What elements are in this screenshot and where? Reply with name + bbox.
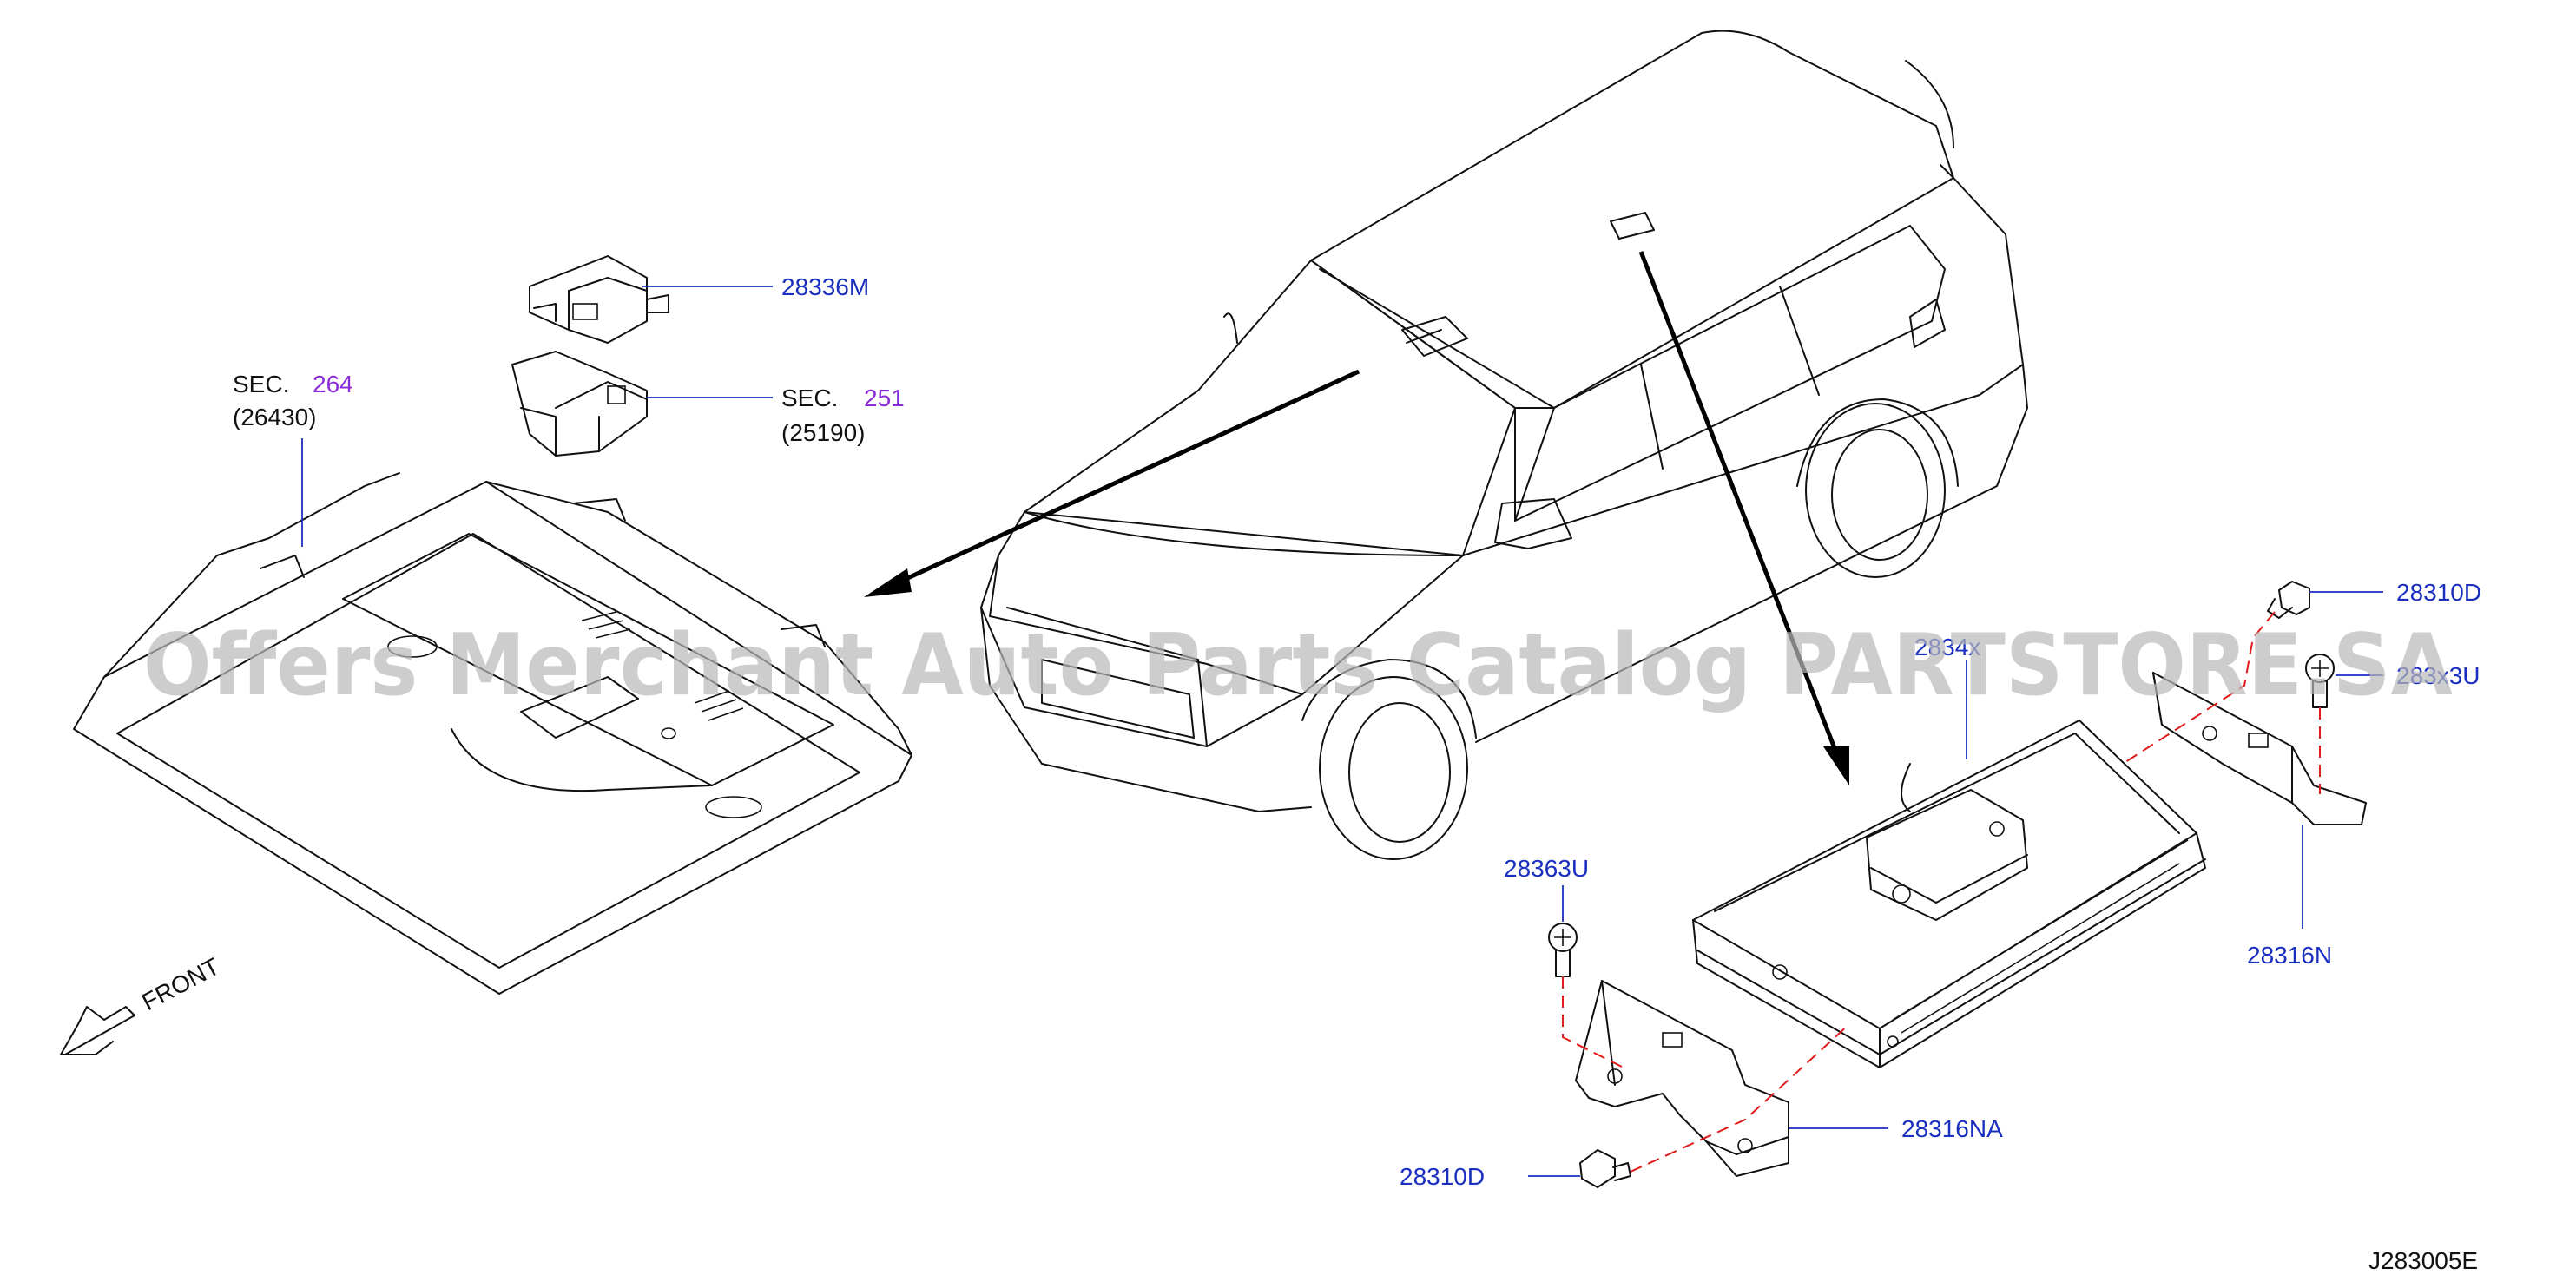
callout-28316NA: 28316NA <box>1901 1115 2003 1142</box>
bolt-28310D-bottom <box>1579 1149 1631 1188</box>
control-unit-assembly <box>1692 720 2206 1068</box>
map-lamp-25190 <box>511 351 648 457</box>
connector-28336M <box>529 255 669 344</box>
callouts: 28336M SEC. 251 (25190) SEC. 264 (26430)… <box>233 273 2481 1190</box>
callout-sec251-sub: (25190) <box>781 419 866 446</box>
assembly-guides <box>1562 611 2321 1173</box>
callout-28310D-top: 28310D <box>2396 579 2481 606</box>
front-label: FRONT <box>137 953 224 1016</box>
callout-28316N: 28316N <box>2247 942 2332 969</box>
watermark-text: Offers Merchant Auto Parts Catalog PARTS… <box>143 616 2453 715</box>
callout-sec264-prefix: SEC. <box>233 371 289 398</box>
callout-2834x: 2834x <box>1914 634 1980 660</box>
overhead-console <box>73 472 912 995</box>
bolt-28363U-left <box>1548 923 1578 977</box>
callout-28336M: 28336M <box>781 273 869 300</box>
callout-sec251-number: 251 <box>864 384 905 411</box>
bracket-28316N <box>2152 672 2367 825</box>
callout-sec251-prefix: SEC. <box>781 384 838 411</box>
callout-28363U: 28363U <box>1504 855 1589 882</box>
callout-28310D-bottom: 28310D <box>1400 1163 1485 1190</box>
callout-283x3U-right: 283x3U <box>2396 662 2480 689</box>
diagram-code: J283005E <box>2368 1247 2478 1274</box>
bracket-28316NA <box>1575 980 1789 1177</box>
front-direction-arrow: FRONT <box>60 953 224 1055</box>
vehicle-outline <box>980 30 2028 860</box>
callout-sec264-number: 264 <box>313 371 353 398</box>
location-arrows <box>864 251 1849 785</box>
callout-sec264-sub: (26430) <box>233 404 317 430</box>
